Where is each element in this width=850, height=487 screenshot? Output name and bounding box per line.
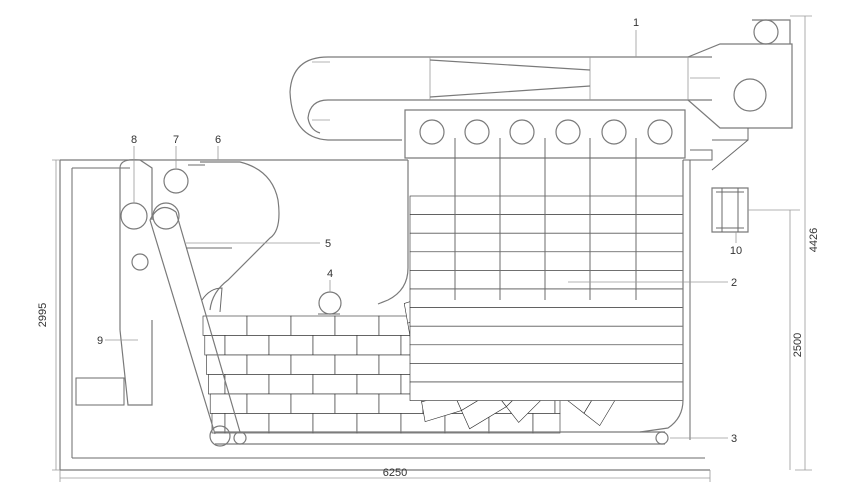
callout-3: 3 (731, 433, 737, 445)
floor-block (224, 335, 270, 356)
stack-row (409, 214, 684, 234)
callout-5: 5 (325, 238, 331, 250)
floor-block (312, 374, 358, 395)
callout-8: 8 (131, 134, 137, 146)
callout-4: 4 (327, 268, 333, 280)
dimension-conveyor-height: 2500 (792, 333, 804, 357)
floor-block (290, 354, 336, 375)
floor-block (356, 374, 402, 395)
stack-dividers (454, 172, 637, 300)
floor-block (224, 374, 270, 395)
floor-block (356, 335, 402, 356)
callout-9: 9 (97, 335, 103, 347)
floor-block (268, 413, 314, 434)
floor-block (334, 354, 380, 375)
floor-block (209, 393, 248, 414)
floor-block (312, 335, 358, 356)
stack-row (409, 344, 684, 364)
floor-block (334, 393, 380, 414)
stacked-block-rows (409, 195, 684, 401)
floor-block (268, 374, 314, 395)
filter-unit-10 (711, 187, 749, 233)
stack-row (409, 251, 684, 271)
callout-6: 6 (215, 134, 221, 146)
floor-block (246, 315, 292, 336)
floor-block (246, 393, 292, 414)
floor-block (246, 354, 292, 375)
dimension-overall-height: 4426 (808, 228, 820, 252)
dimension-lower-height: 2995 (37, 303, 49, 327)
stack-row (409, 288, 684, 308)
stack-row (409, 325, 684, 346)
stack-row (409, 232, 684, 253)
callout-1: 1 (633, 17, 639, 29)
dimension-lines (52, 15, 812, 482)
stack-row (409, 195, 684, 215)
stack-row (409, 381, 684, 401)
callout-7: 7 (173, 134, 179, 146)
floor-block (334, 315, 380, 336)
floor-block (356, 413, 402, 434)
floor-block (532, 413, 561, 434)
stack-row (409, 307, 684, 327)
floor-block (290, 393, 336, 414)
machine-outline (59, 159, 710, 471)
callout-2: 2 (731, 277, 737, 289)
leader-lines (105, 30, 737, 439)
stack-row (409, 363, 684, 383)
callout-10: 10 (730, 245, 742, 257)
floor-block (268, 335, 314, 356)
stack-row (409, 270, 684, 290)
floor-block (208, 374, 226, 395)
floor-block (290, 315, 336, 336)
floor-block (206, 354, 248, 375)
upper-duct (289, 19, 793, 141)
floor-block (488, 413, 534, 434)
floor-block (312, 413, 358, 434)
floor-block (224, 413, 270, 434)
dimension-overall-length: 6250 (383, 467, 407, 479)
pipe-header (404, 109, 749, 172)
